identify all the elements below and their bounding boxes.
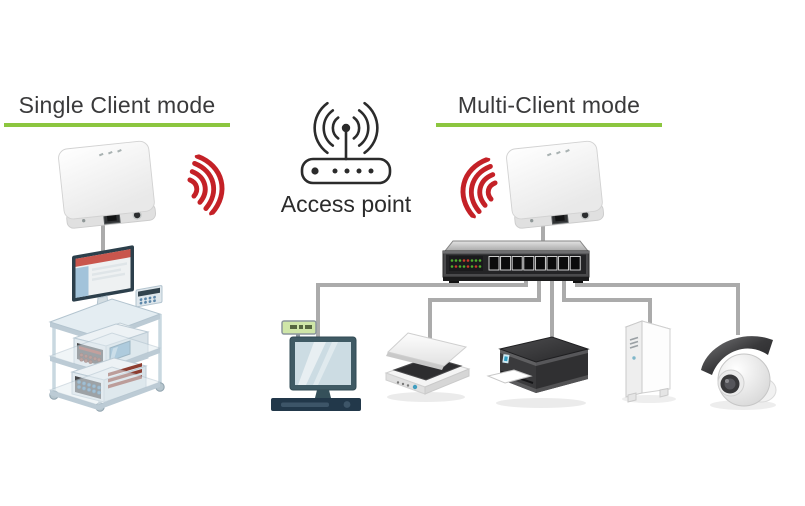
access-point-router-icon	[300, 101, 392, 185]
ip-camera-icon	[701, 336, 777, 410]
cable-switch-to-camera	[575, 283, 740, 287]
cable-switch-to-nas	[648, 298, 652, 324]
ethernet-switch-icon	[442, 240, 590, 283]
wifi-signal-waves-icon	[187, 153, 225, 217]
cable-switch-to-nas	[562, 298, 652, 302]
printer-icon	[486, 336, 590, 408]
nas-drive-icon	[622, 320, 676, 403]
wifi-signal-waves-icon	[460, 156, 498, 220]
pos-terminal-icon	[271, 320, 361, 411]
cable-switch-to-scanner	[537, 272, 541, 302]
cable-switch-to-pos	[316, 283, 528, 287]
cable-client-to-switch	[541, 213, 545, 247]
multi-client-mode-title: Multi-Client mode	[457, 92, 641, 118]
single-client-mode-title: Single Client mode	[18, 92, 216, 118]
cable-switch-to-printer	[550, 272, 554, 352]
single-client-underline	[4, 123, 230, 127]
cable-switch-to-scanner	[428, 298, 432, 340]
wireless-client-device-icon	[506, 140, 605, 229]
flatbed-scanner-icon	[384, 332, 471, 402]
medical-workstation-cart-icon	[48, 245, 165, 412]
cable-switch-to-camera	[736, 283, 740, 335]
cable-switch-to-nas	[562, 272, 566, 302]
cable-switch-to-pos	[316, 283, 320, 339]
cable-client-to-cart	[101, 214, 105, 266]
cable-switch-to-scanner	[428, 298, 541, 302]
access-point-label: Access point	[280, 191, 412, 217]
wireless-client-device-icon	[58, 140, 157, 229]
multi-client-underline	[436, 123, 662, 127]
